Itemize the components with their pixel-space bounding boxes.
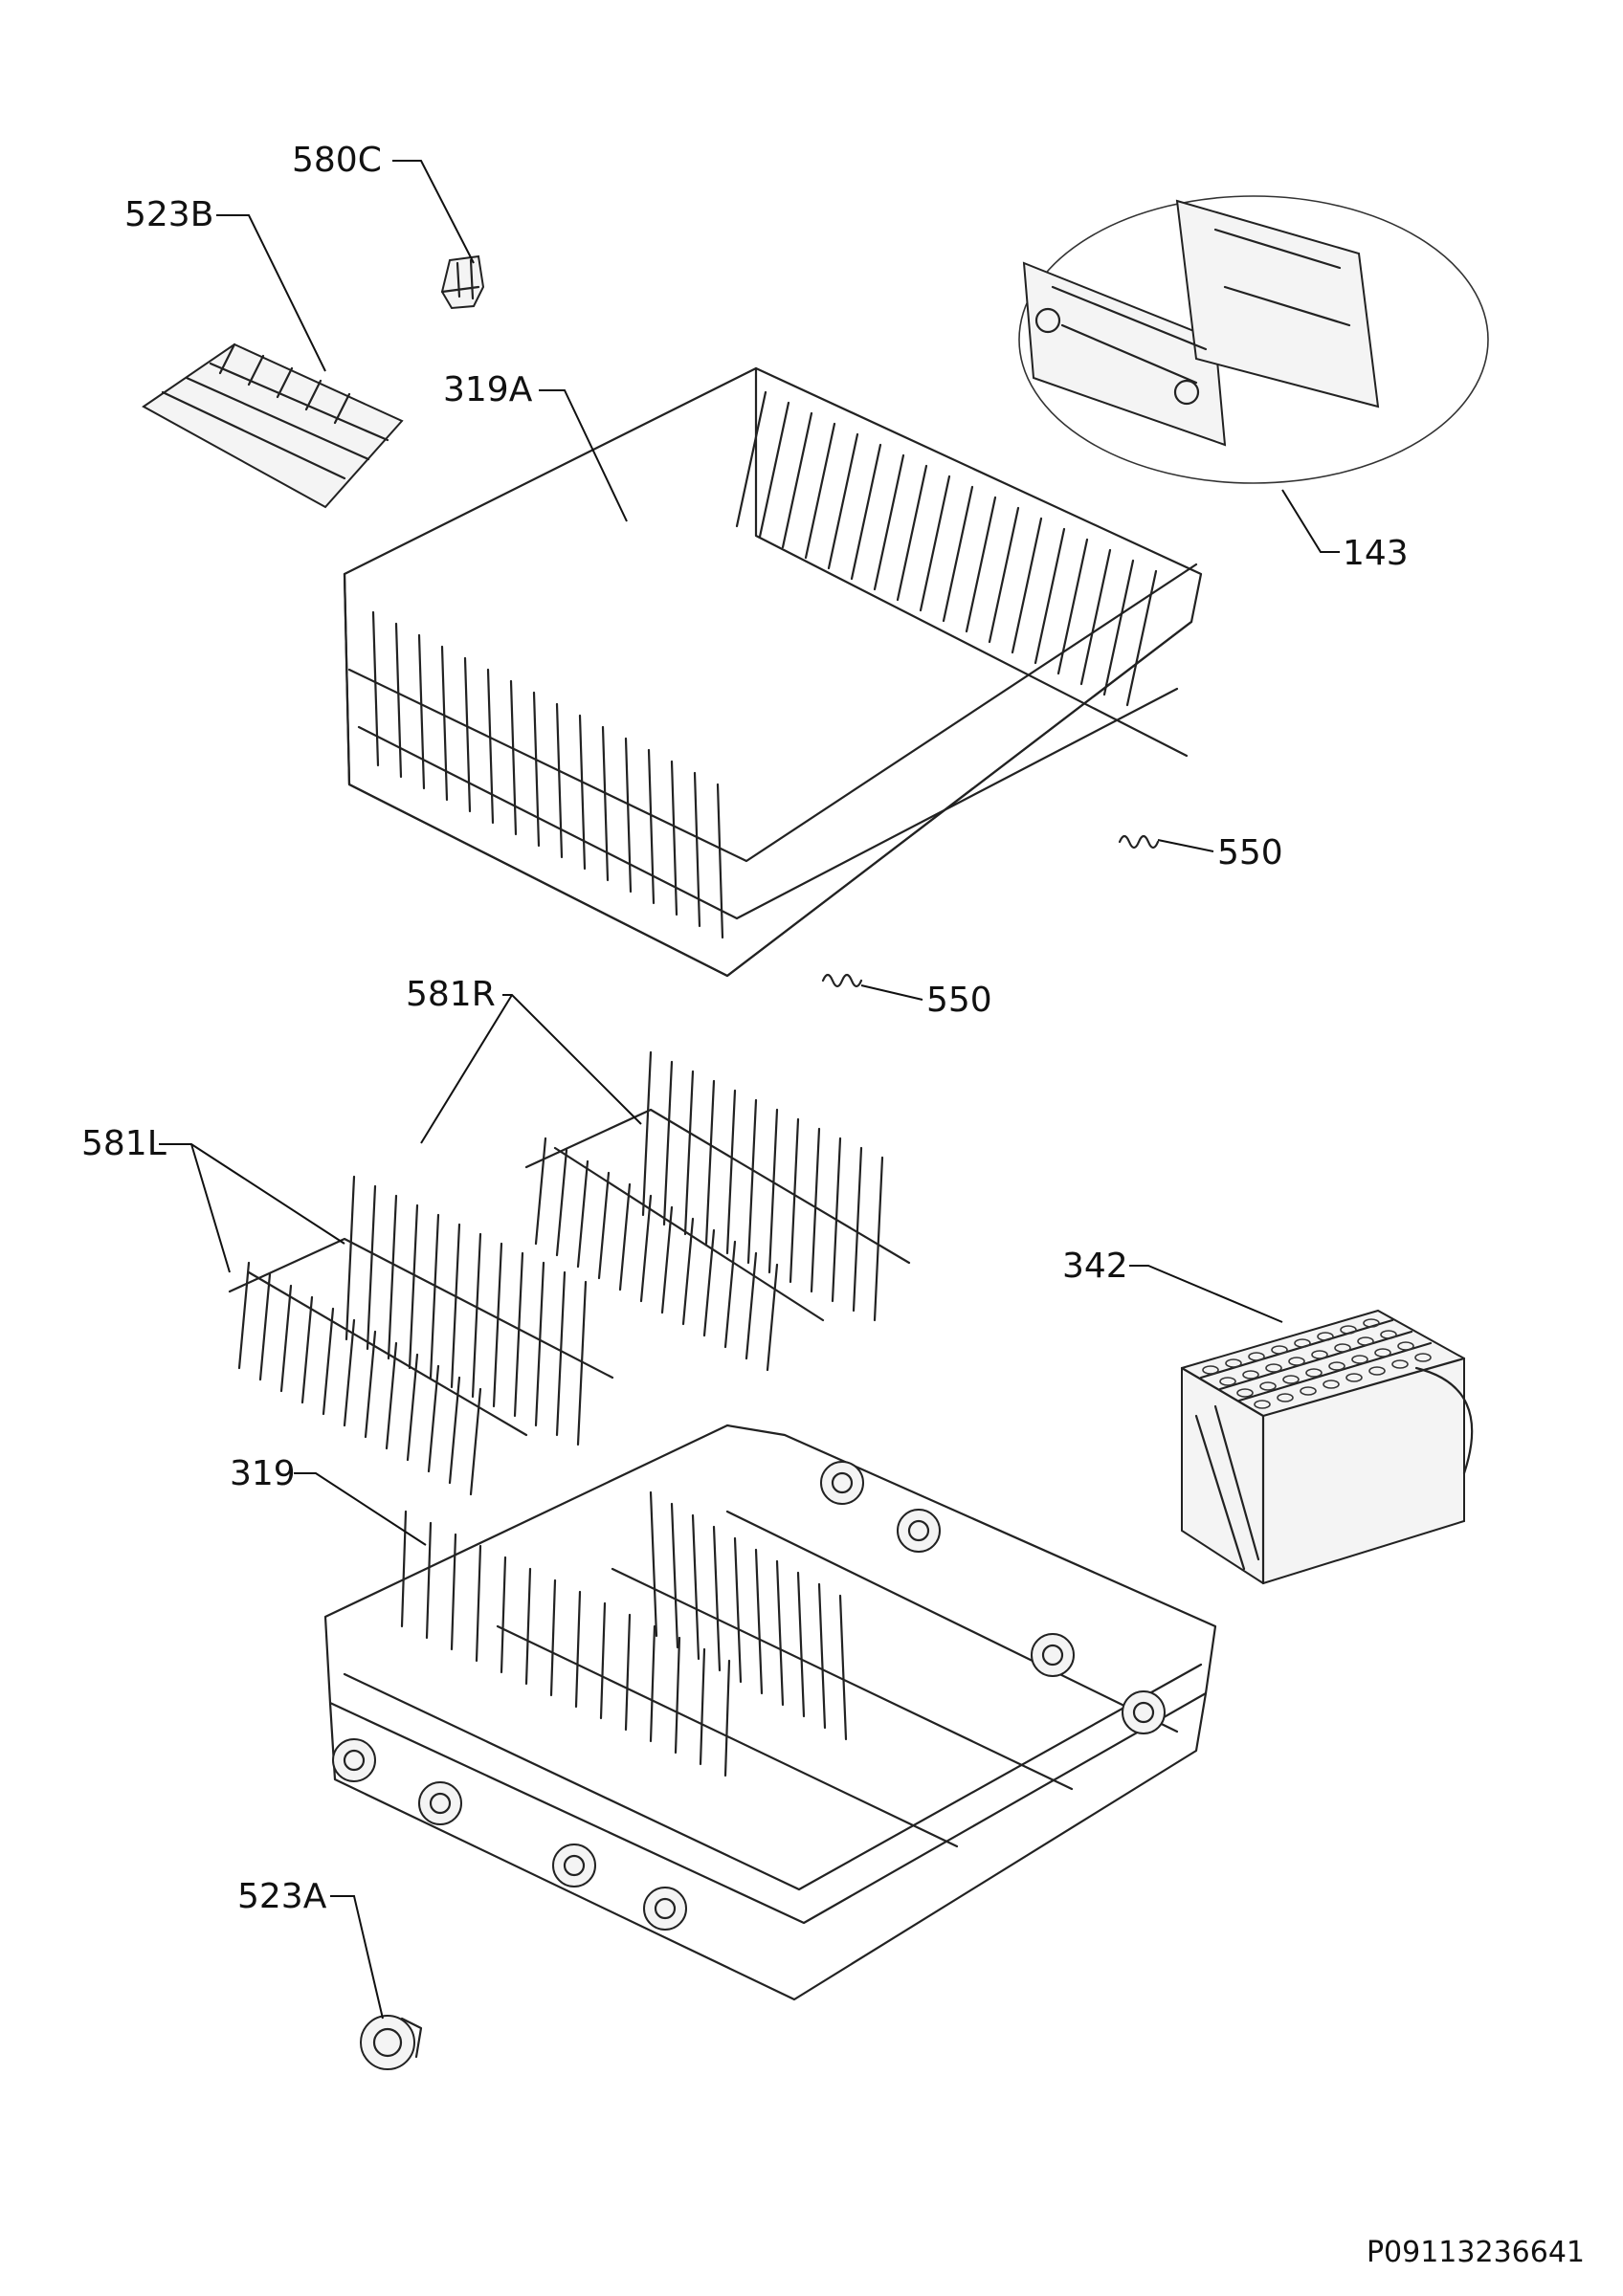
part-581r-tine-row: [524, 1050, 911, 1372]
part-523a-wheel: [360, 2015, 423, 2070]
callout-550-lower: 550: [926, 981, 992, 1020]
part-319-lower-basket: [323, 1424, 1217, 2001]
callout-143: 143: [1343, 534, 1409, 573]
leader-lines: [159, 160, 1340, 2020]
callout-319: 319: [230, 1454, 296, 1493]
part-342-cutlery-basket: [1180, 1309, 1474, 1585]
part-319a-upper-basket: [343, 366, 1203, 978]
callout-581r: 581R: [406, 975, 496, 1014]
document-number: P09113236641: [1366, 2236, 1585, 2269]
callout-523a: 523A: [237, 1877, 327, 1916]
callout-319a: 319A: [443, 370, 533, 409]
callout-523b: 523B: [124, 195, 214, 234]
callout-342: 342: [1062, 1247, 1128, 1286]
part-581l-tine-row: [228, 1175, 614, 1496]
part-550-spring-lower: [821, 973, 863, 988]
callout-550-upper: 550: [1217, 833, 1283, 872]
callout-580c: 580C: [292, 141, 382, 180]
part-550-spring-upper: [1118, 834, 1160, 850]
part-143-rail-detail: [1018, 195, 1489, 484]
part-580c-clip: [440, 254, 485, 310]
callout-581l: 581L: [81, 1124, 167, 1163]
part-523b-cup-shelf: [142, 342, 404, 509]
